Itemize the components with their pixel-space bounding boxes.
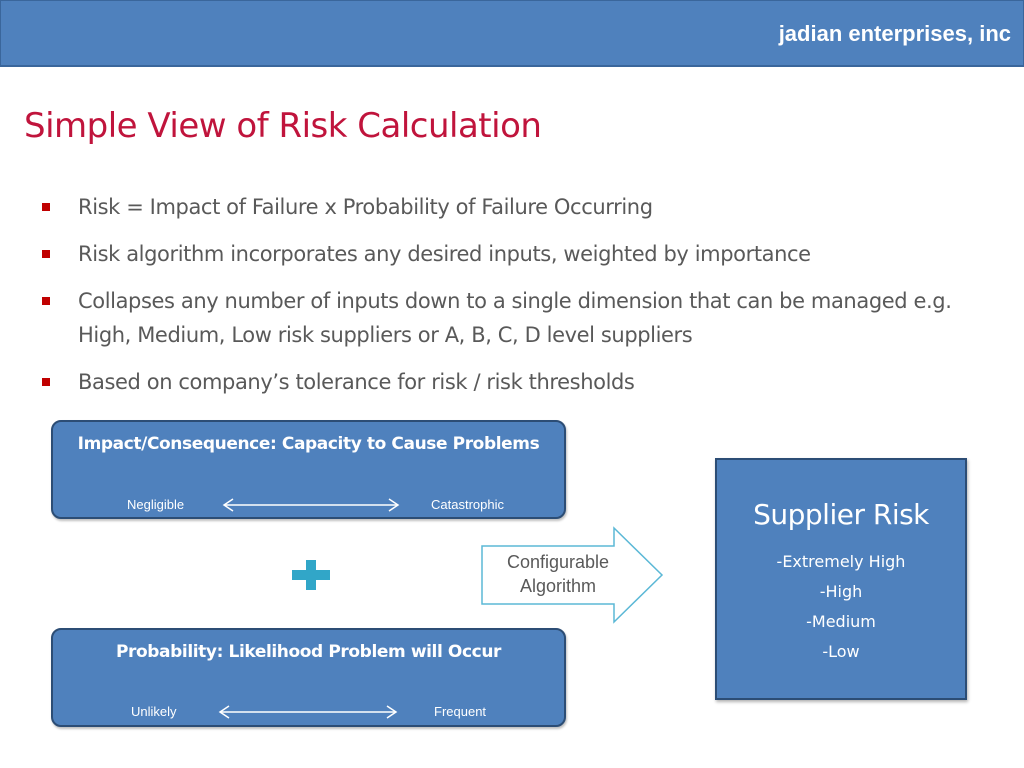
bullet-text: Risk algorithm incorporates any desired … xyxy=(78,242,811,266)
probability-title: Probability: Likelihood Problem will Occ… xyxy=(115,642,502,662)
bullet-square-icon xyxy=(42,297,50,305)
header-bar: jadian enterprises, inc xyxy=(0,0,1024,67)
algorithm-label-line2: Algorithm xyxy=(519,576,597,596)
risk-level-item: -Low xyxy=(822,642,860,661)
impact-low-label: Negligible xyxy=(127,497,185,512)
plus-icon xyxy=(292,560,330,590)
algorithm-label: Configurable Algorithm xyxy=(488,550,628,598)
bullet-square-icon xyxy=(42,250,50,258)
slide-title: Simple View of Risk Calculation xyxy=(24,106,542,146)
risk-level-item: -Medium xyxy=(806,612,876,631)
risk-level-list: -Extremely High -High -Medium -Low xyxy=(717,547,965,667)
bullet-item: Risk algorithm incorporates any desired … xyxy=(40,237,960,271)
bullet-list: Risk = Impact of Failure x Probability o… xyxy=(40,190,960,412)
probability-box: Probability: Likelihood Problem will Occ… xyxy=(51,628,566,727)
impact-box: Impact/Consequence: Capacity to Cause Pr… xyxy=(51,420,566,519)
bullet-square-icon xyxy=(42,378,50,386)
company-name: jadian enterprises, inc xyxy=(778,21,1011,46)
bullet-item: Risk = Impact of Failure x Probability o… xyxy=(40,190,960,224)
bullet-square-icon xyxy=(42,203,50,211)
probability-double-arrow-icon xyxy=(218,705,398,719)
risk-level-item: -High xyxy=(819,582,863,601)
bullet-text: Collapses any number of inputs down to a… xyxy=(78,289,952,347)
algorithm-arrow-icon xyxy=(481,526,664,624)
impact-high-label: Catastrophic xyxy=(431,497,504,512)
bullet-text: Risk = Impact of Failure x Probability o… xyxy=(78,195,653,219)
bullet-item: Collapses any number of inputs down to a… xyxy=(40,284,960,352)
impact-double-arrow-icon xyxy=(222,498,400,512)
bullet-item: Based on company’s tolerance for risk / … xyxy=(40,365,960,399)
probability-low-label: Unlikely xyxy=(131,704,177,719)
bullet-text: Based on company’s tolerance for risk / … xyxy=(78,370,635,394)
supplier-risk-box: Supplier Risk -Extremely High -High -Med… xyxy=(715,458,967,700)
risk-level-item: -Extremely High xyxy=(776,552,906,571)
impact-title: Impact/Consequence: Capacity to Cause Pr… xyxy=(77,434,540,454)
algorithm-label-line1: Configurable xyxy=(506,552,610,572)
supplier-risk-title: Supplier Risk xyxy=(753,498,929,531)
probability-high-label: Frequent xyxy=(434,704,487,719)
